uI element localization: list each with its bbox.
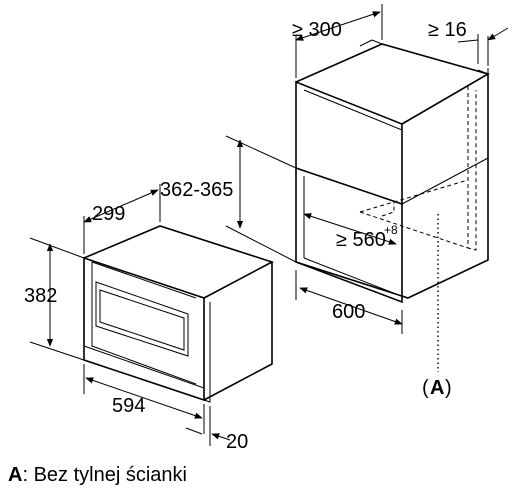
microwave-device	[83, 225, 275, 403]
label-device-depth: 299	[92, 203, 125, 225]
label-top-gap: ≥ 16	[428, 19, 467, 41]
device-front-thickness	[203, 302, 211, 403]
upper-block-bottom-edge	[401, 157, 489, 205]
upper-block-top	[295, 43, 491, 125]
label-top-depth: ≥ 300	[292, 19, 342, 41]
device-control-strip	[83, 345, 205, 389]
dim-niche-width	[299, 287, 403, 325]
ext-device-height	[29, 237, 85, 361]
cabinet	[295, 39, 491, 372]
ext-niche-height	[225, 135, 297, 263]
label-device-height: 382	[24, 285, 57, 307]
dim-top-gap	[457, 27, 509, 42]
label-front-thickness: 20	[226, 431, 248, 453]
dim-top-depth	[295, 11, 381, 41]
hidden-back-edge	[467, 86, 477, 251]
device-front	[83, 256, 205, 402]
footnote-text: : Bez tylnej ścianki	[22, 464, 187, 486]
callout-close: )	[445, 377, 452, 399]
label-niche-height: 362-365	[160, 179, 233, 201]
top-strip-right	[477, 68, 489, 75]
label-niche-depth-value: ≥ 560	[336, 229, 386, 251]
footnote-key: A	[8, 464, 23, 486]
niche-bottom	[295, 158, 489, 299]
footnote: A: Bez tylnej ścianki	[8, 464, 187, 487]
label-niche-depth-sup: +8	[384, 223, 398, 237]
front-panel-line	[303, 89, 403, 131]
device-door-frame	[91, 261, 197, 385]
device-window	[95, 281, 189, 357]
callout-open: (	[422, 377, 429, 399]
device-window-inner	[99, 289, 185, 351]
label-device-width: 594	[112, 395, 145, 417]
dim-niche-depth	[303, 213, 397, 245]
label-niche-width: 600	[332, 301, 365, 323]
dim-front-thickness	[185, 428, 231, 440]
ext-top-depth	[295, 4, 383, 78]
device-side	[203, 262, 273, 401]
hidden-niche-back	[359, 179, 469, 249]
dim-device-depth	[83, 189, 159, 223]
ext-top-gap	[477, 34, 489, 66]
ext-device-depth	[83, 184, 161, 254]
dimension-lines	[29, 4, 509, 446]
upper-block-front	[295, 80, 403, 206]
dim-device-width	[85, 377, 203, 419]
callout-letter: A	[430, 377, 444, 399]
device-top	[83, 225, 275, 299]
